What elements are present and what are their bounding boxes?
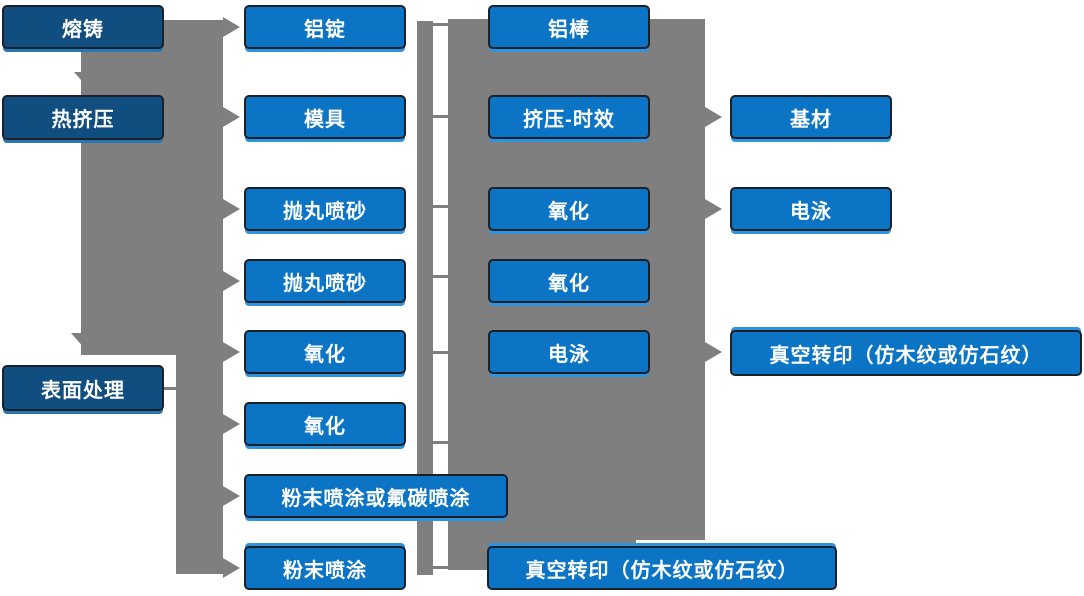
arrow-to-powder-or-fluorocarbon (223, 486, 240, 506)
arrow-to-vacuum-transfer-right (705, 342, 722, 362)
node-extrusion-aging: 挤压-时效 (488, 95, 650, 139)
node-label: 熔铸 (62, 18, 104, 41)
node-label: 挤压-时效 (523, 108, 615, 131)
connector-trunk-wide (81, 20, 223, 355)
node-label: 氧化 (548, 200, 590, 223)
node-electrophoresis-2: 电泳 (730, 187, 892, 231)
node-label: 模具 (304, 108, 346, 131)
node-hot-extrusion: 热挤压 (2, 95, 164, 140)
tie-row-3 (433, 205, 448, 208)
node-aluminum-ingot: 铝锭 (244, 5, 406, 49)
node-label: 铝锭 (304, 18, 346, 41)
node-label: 氧化 (304, 415, 346, 438)
node-label: 真空转印（仿木纹或仿石纹） (769, 344, 1043, 367)
node-label: 表面处理 (41, 379, 125, 402)
node-label: 氧化 (548, 272, 590, 295)
node-melting-casting: 熔铸 (2, 5, 164, 49)
arrow-to-mold (223, 107, 240, 127)
node-oxidation-3: 氧化 (488, 187, 650, 231)
node-shot-blasting-1: 抛丸喷砂 (244, 187, 406, 231)
node-powder-or-fluorocarbon-coating: 粉末喷涂或氟碳喷涂 (244, 474, 508, 518)
arrow-to-shot-blasting-2 (223, 271, 240, 291)
node-oxidation-1: 氧化 (244, 330, 406, 374)
node-label: 氧化 (304, 343, 346, 366)
node-oxidation-2: 氧化 (244, 402, 406, 446)
tie-row-8 (433, 566, 448, 569)
connector-trunk-narrow (176, 355, 223, 574)
arrow-down-to-surface-treatment (71, 333, 99, 349)
node-label: 铝棒 (548, 18, 590, 41)
tie-row-2 (433, 115, 448, 118)
tie-row-6 (433, 441, 448, 444)
node-surface-treatment: 表面处理 (2, 365, 164, 411)
node-aluminum-rod: 铝棒 (488, 5, 650, 49)
node-oxidation-4: 氧化 (488, 259, 650, 303)
node-label: 粉末喷涂 (283, 559, 367, 582)
connector-bus-bar (417, 21, 433, 575)
tie-row-5 (433, 351, 448, 354)
node-mold: 模具 (244, 95, 406, 139)
tie-row-4 (433, 275, 448, 278)
arrow-to-shot-blasting-1 (223, 199, 240, 219)
node-label: 热挤压 (51, 109, 115, 131)
node-vacuum-transfer-bottom: 真空转印（仿木纹或仿石纹） (487, 546, 837, 590)
tie-row-1 (433, 23, 448, 26)
arrow-to-electrophoresis-right (705, 199, 722, 219)
node-label: 电泳 (790, 200, 832, 223)
node-label: 粉末喷涂或氟碳喷涂 (281, 487, 471, 510)
arrow-to-aluminum-ingot (223, 17, 240, 37)
node-base-material: 基材 (730, 95, 892, 139)
node-electrophoresis-1: 电泳 (488, 330, 650, 374)
arrow-to-powder-coating (223, 558, 240, 578)
arrow-to-base-material (705, 107, 722, 127)
node-label: 真空转印（仿木纹或仿石纹） (525, 559, 799, 582)
node-shot-blasting-2: 抛丸喷砂 (244, 259, 406, 303)
node-vacuum-transfer-right: 真空转印（仿木纹或仿石纹） (730, 330, 1082, 376)
tie-surface-treatment (163, 387, 176, 390)
arrow-down-to-hot-extrusion (74, 72, 102, 88)
node-label: 基材 (790, 108, 832, 131)
arrow-to-oxidation-1 (223, 342, 240, 362)
node-label: 抛丸喷砂 (283, 272, 367, 295)
node-label: 电泳 (548, 343, 590, 366)
node-label: 抛丸喷砂 (283, 200, 367, 223)
node-powder-coating: 粉末喷涂 (244, 546, 406, 590)
arrow-to-oxidation-2 (223, 414, 240, 434)
